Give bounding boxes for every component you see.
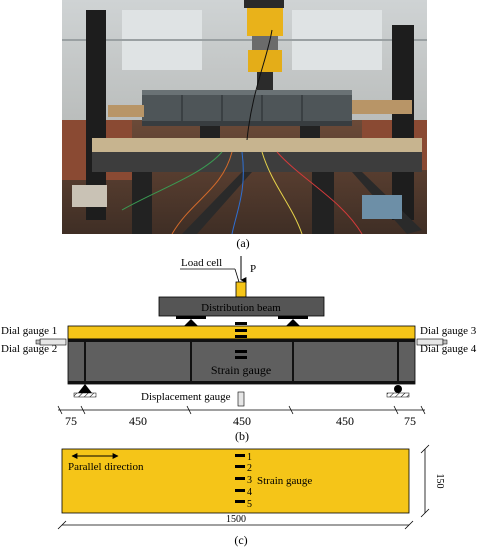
loading-point-left: [176, 316, 206, 326]
gauge-number-1: 1: [247, 452, 252, 463]
dimension-ticks: [57, 405, 426, 415]
plate-strain-gauges: [235, 454, 245, 503]
dim-450-right: 450: [336, 414, 354, 428]
gauge-number-3: 3: [247, 475, 252, 486]
caption-a: (a): [236, 236, 250, 250]
support-right: [386, 385, 410, 398]
dim-450-middle: 450: [233, 414, 251, 428]
load-cell: [235, 281, 247, 298]
steel-beam: [67, 338, 416, 385]
strain-gauge-marks: [235, 322, 247, 359]
distribution-beam-label: Distribution beam: [201, 302, 281, 314]
displacement-gauge: [237, 391, 245, 407]
load-cell-label: Load cell: [181, 257, 222, 269]
dial-gauge-right: [416, 338, 448, 346]
strain-gauge-label: Strain gauge: [211, 363, 271, 377]
gauge-number-5: 5: [247, 499, 252, 510]
distribution-beam: [158, 296, 325, 317]
dim-75-right: 75: [404, 414, 416, 428]
parallel-direction-label: Parallel direction: [68, 461, 144, 473]
test-setup-photo: [62, 0, 427, 234]
frp-plate-plan: [61, 448, 410, 514]
load-symbol: P: [250, 263, 256, 275]
plate-plan-view: Parallel direction 1 2 3 4 5 Strain gaug…: [57, 444, 445, 530]
stiffeners: [84, 342, 399, 381]
dial-gauge-3-label: Dial gauge 3: [420, 325, 477, 337]
dial-gauge-2-label: Dial gauge 2: [1, 343, 57, 355]
support-left: [73, 384, 97, 398]
dim-75-left: 75: [65, 414, 77, 428]
dim-450-left: 450: [129, 414, 147, 428]
dial-gauge-4-label: Dial gauge 4: [420, 343, 477, 355]
width-dimension-label: 150: [434, 474, 445, 489]
dial-gauge-left: [35, 338, 67, 346]
dial-gauge-1-label: Dial gauge 1: [1, 325, 57, 337]
gauge-number-2: 2: [247, 463, 252, 474]
length-dimension-label: 1500: [226, 514, 246, 525]
caption-b: (b): [235, 429, 249, 443]
loading-point-right: [278, 316, 308, 326]
caption-c: (c): [234, 533, 248, 547]
loading-schematic: Load cell P Distribution beam Strain gau…: [1, 256, 477, 428]
displacement-gauge-label: Displacement gauge: [141, 391, 231, 403]
plate-strain-gauge-label: Strain gauge: [257, 475, 312, 487]
gauge-number-4: 4: [247, 487, 252, 498]
